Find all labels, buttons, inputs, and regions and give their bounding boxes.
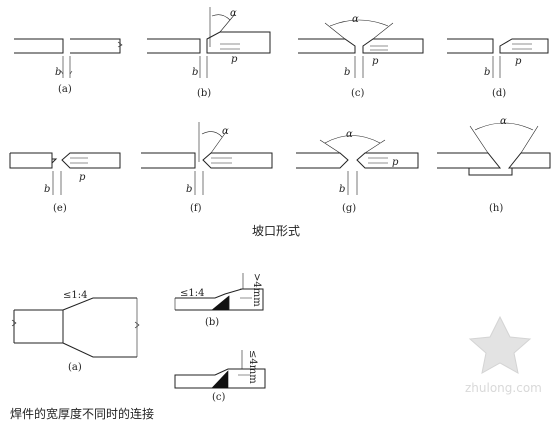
gap-label-d: b bbox=[484, 67, 490, 78]
dim-label-c: ≤4mm bbox=[247, 350, 258, 384]
watermark-logo: zhulong.com bbox=[465, 315, 542, 395]
groove-h: α (h) bbox=[437, 116, 551, 214]
width-transition-a: ≤1:4 (a) bbox=[11, 290, 140, 373]
angle-label-c: α bbox=[352, 14, 359, 25]
root-label-e: p bbox=[79, 172, 86, 183]
gap-label-g: b bbox=[339, 184, 345, 195]
watermark-star-icon bbox=[468, 315, 532, 374]
gap-label-a: b bbox=[55, 67, 61, 78]
panel-label-f: (f) bbox=[190, 203, 202, 214]
groove-a: b (a) bbox=[14, 38, 123, 95]
angle-label-h: α bbox=[500, 116, 507, 127]
panel-label-h: (h) bbox=[489, 203, 503, 214]
bottom-panel-c: (c) bbox=[212, 392, 226, 403]
slope-label-b: ≤1:4 bbox=[180, 288, 204, 299]
gap-label-b: b bbox=[192, 67, 198, 78]
panel-label-e: (e) bbox=[53, 203, 67, 214]
groove-g: α p b (g) bbox=[296, 129, 419, 214]
bottom-panel-b: (b) bbox=[205, 317, 219, 328]
watermark-text: zhulong.com bbox=[465, 381, 542, 395]
angle-label-b: α bbox=[230, 8, 237, 19]
groove-e: p b (e) bbox=[9, 152, 121, 214]
groove-forms-caption: 坡口形式 bbox=[252, 224, 300, 238]
thickness-transition-c: ≤4mm (c) bbox=[174, 350, 266, 403]
panel-label-b: (b) bbox=[197, 88, 211, 99]
root-label-g: p bbox=[392, 157, 399, 168]
root-label-b: p bbox=[231, 54, 238, 65]
dim-label-b: >4mm bbox=[251, 273, 262, 307]
gap-label-c: b bbox=[344, 67, 350, 78]
panel-label-c: (c) bbox=[351, 88, 365, 99]
gap-label-f: b bbox=[186, 184, 192, 195]
thickness-transition-b: ≤1:4 >4mm (b) bbox=[174, 273, 264, 328]
angle-label-g: α bbox=[346, 129, 353, 140]
groove-f: α b (f) bbox=[141, 122, 273, 214]
width-thickness-caption: 焊件的宽厚度不同时的连接 bbox=[10, 406, 154, 421]
groove-d: p b (d) bbox=[447, 38, 549, 99]
groove-b: α p b (b) bbox=[147, 7, 271, 99]
root-label-d: p bbox=[515, 56, 522, 67]
angle-label-f: α bbox=[222, 126, 229, 137]
bottom-panel-a: (a) bbox=[68, 362, 82, 373]
panel-label-d: (d) bbox=[492, 88, 506, 99]
gap-label-e: b bbox=[44, 184, 50, 195]
slope-label-a: ≤1:4 bbox=[63, 290, 87, 301]
root-label-c: p bbox=[372, 56, 379, 67]
groove-c: α p b (c) bbox=[298, 14, 424, 99]
panel-label-a: (a) bbox=[58, 84, 72, 95]
panel-label-g: (g) bbox=[342, 203, 356, 214]
